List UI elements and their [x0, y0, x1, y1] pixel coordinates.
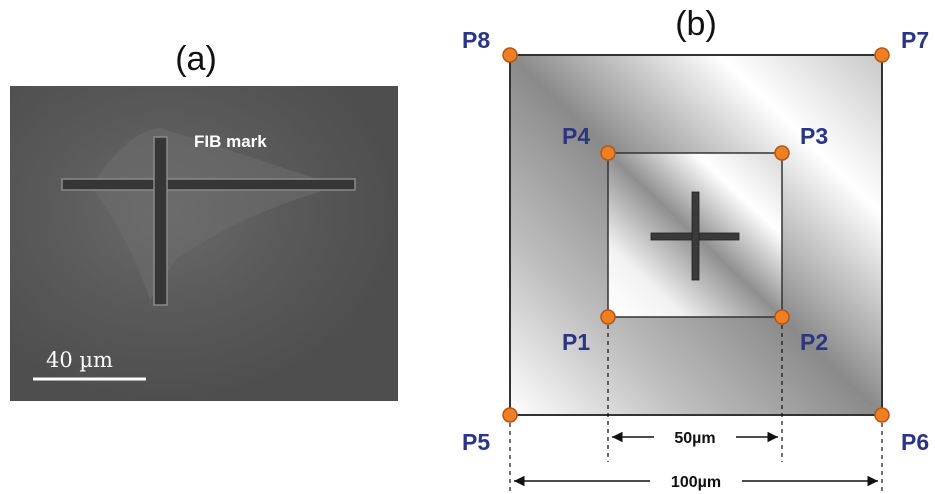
point-p1-marker: [600, 309, 616, 325]
fib-mark-vertical: [153, 136, 168, 306]
outer-dimension-label: 100µm: [671, 474, 721, 491]
sem-mark-halo: [95, 128, 320, 300]
point-p3-marker: [774, 145, 790, 161]
panel-a-label: (a): [175, 40, 217, 78]
fib-mark-horizontal: [61, 178, 356, 191]
point-p5-label: P5: [462, 429, 490, 455]
panel-b-label: (b): [675, 5, 717, 43]
scalebar-label: 40 µm: [46, 348, 113, 372]
point-p2-label: P2: [800, 329, 828, 355]
point-p4-label: P4: [562, 123, 590, 149]
point-p8-label: P8: [462, 27, 490, 53]
point-p5-marker: [502, 407, 518, 423]
point-p1-label: P1: [562, 329, 590, 355]
point-p8-marker: [502, 47, 518, 63]
fib-mark-annotation: FIB mark: [194, 132, 267, 151]
point-p6-marker: [874, 407, 890, 423]
sem-background-shading: [10, 86, 398, 401]
point-p7-label: P7: [901, 27, 929, 53]
point-p6-label: P6: [901, 429, 929, 455]
inner-dimension-label: 50µm: [674, 430, 715, 447]
sem-image: FIB mark 40 µm: [10, 86, 398, 401]
cross-mark-vertical: [691, 191, 700, 281]
point-p3-label: P3: [800, 123, 828, 149]
schematic: 50µm 100µm P8 P7 P4 P3 P1 P2 P5 P6: [462, 27, 929, 492]
point-p2-marker: [774, 309, 790, 325]
point-p7-marker: [874, 47, 890, 63]
point-p4-marker: [600, 145, 616, 161]
